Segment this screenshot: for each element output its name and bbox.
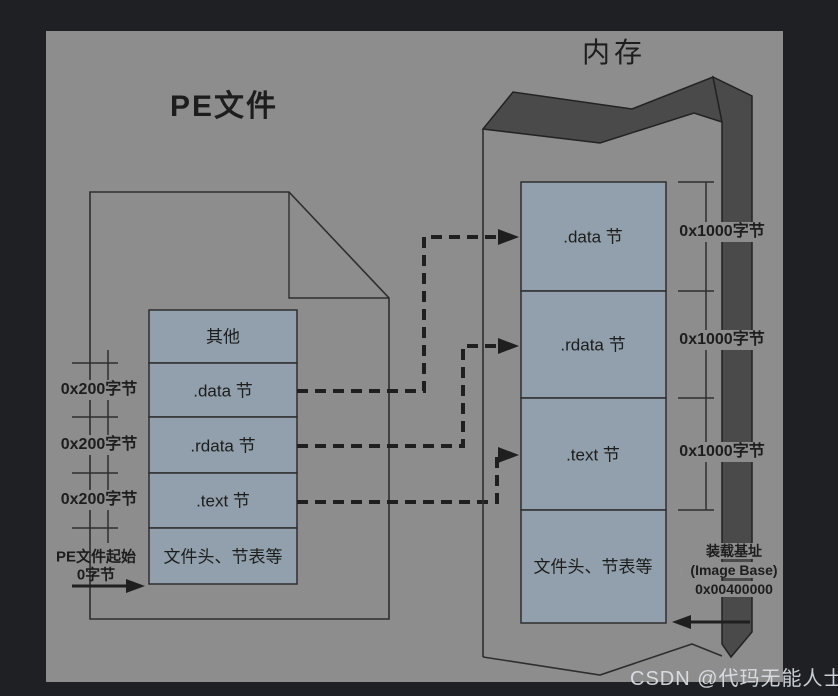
pe-section-headers-label: 文件头、节表等 [163,547,283,567]
memory-size-label-2: 0x1000字节 [676,330,768,350]
image-base-arrow [672,615,750,629]
memory-section-text-label: .text 节 [566,445,620,465]
memory-section-data-label: .data 节 [563,227,623,247]
image-base-label-line3: 0x00400000 [692,581,776,597]
mapping-arrows-dashed [297,235,499,504]
text-arrowhead-icon [498,447,519,463]
origin-arrow [72,579,145,593]
origin-arrowhead-icon [126,579,145,593]
memory-section-headers-label: 文件头、节表等 [533,557,653,577]
image-base-label-line1: 装载基址 [703,543,765,559]
pe-section-data-label: .data 节 [193,381,253,401]
rdata-arrowhead-icon [498,338,519,354]
memory-size-label-1: 0x1000字节 [676,222,768,242]
pe-size-label-3: 0x200字节 [57,490,141,510]
image-base-arrowhead-icon [672,615,691,629]
pe-document-fold [288,192,389,299]
pe-section-text-label: .text 节 [196,491,250,511]
pe-section-rdata-label: .rdata 节 [190,436,256,456]
mapping-arrowheads [498,229,519,463]
pe-origin-label-line2: 0字节 [76,566,116,584]
image-base-label-line2: (Image Base) [687,562,781,578]
memory-size-label-3: 0x1000字节 [676,442,768,462]
text-section-connector [297,453,499,504]
pe-size-label-1: 0x200字节 [57,380,141,400]
memory-title: 内存 [581,37,647,68]
pe-section-other-label: 其他 [206,327,240,347]
memory-bracket-ticks [678,181,714,511]
data-section-connector [297,235,499,393]
csdn-watermark: CSDN @代玛无能人士 [630,668,838,690]
memory-ribbon-top [481,75,723,144]
pe-bracket-ticks [72,362,118,529]
memory-section-boxes [520,181,667,624]
pe-size-label-2: 0x200字节 [57,435,141,455]
pe-section-boxes [148,309,298,585]
memory-bottom-zigzag [482,643,723,676]
rdata-section-connector [297,344,499,448]
pe-file-title: PE文件 [169,90,279,123]
pe-origin-label-line1: PE文件起始 [55,548,137,566]
data-arrowhead-icon [498,229,519,245]
memory-section-rdata-label: .rdata 节 [560,335,626,355]
